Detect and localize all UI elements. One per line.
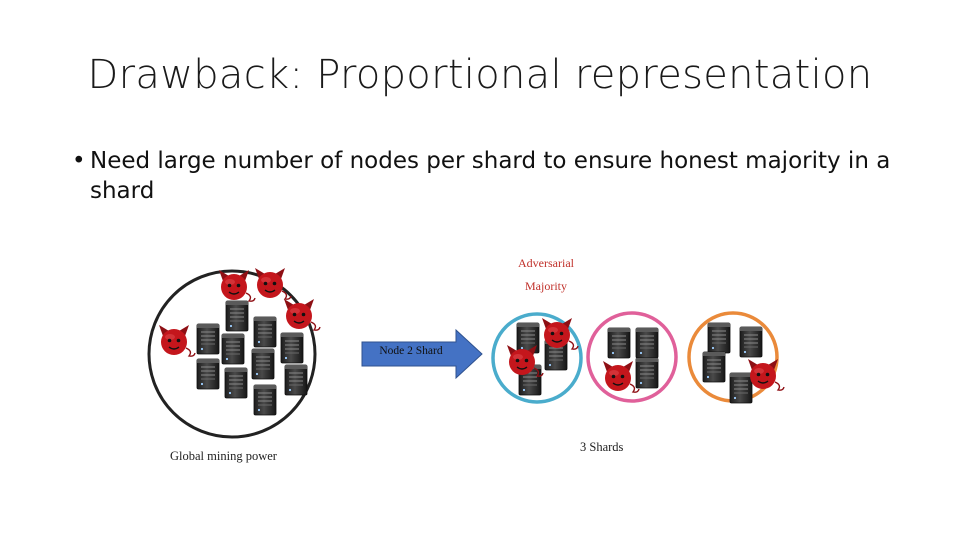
- slide-title: Drawback: Proportional representation: [87, 52, 873, 98]
- adversarial-line-1: Adversarial: [518, 256, 574, 270]
- arrow-label: Node 2 Shard: [379, 345, 443, 357]
- global-mining-circle: [147, 269, 317, 439]
- devil-icon: [254, 267, 292, 300]
- server-icon: [196, 358, 220, 390]
- server-icon: [224, 367, 248, 399]
- devil-icon: [218, 269, 256, 302]
- server-icon: [253, 316, 277, 348]
- server-icon: [707, 322, 731, 354]
- server-icon: [702, 351, 726, 383]
- server-icon: [284, 364, 308, 396]
- node-to-shard-arrow: [361, 328, 483, 380]
- bullet-item: • Need large number of nodes per shard t…: [72, 146, 902, 206]
- shard-circle-1: [491, 312, 583, 404]
- devil-icon: [158, 324, 196, 357]
- bullet-dot: •: [72, 148, 86, 174]
- adversarial-majority-label: Adversarial Majority: [498, 252, 594, 298]
- devil-icon: [283, 298, 321, 331]
- server-icon: [225, 300, 249, 332]
- server-icon: [607, 327, 631, 359]
- server-icon: [739, 326, 763, 358]
- global-mining-label: Global mining power: [170, 449, 277, 463]
- bullet-text: Need large number of nodes per shard to …: [90, 148, 891, 204]
- server-icon: [280, 332, 304, 364]
- shard-2-nodes: [602, 327, 659, 393]
- adversarial-line-2: Majority: [525, 279, 567, 293]
- server-icon: [729, 372, 753, 404]
- shard-circle-2: [586, 311, 678, 403]
- server-icon: [251, 348, 275, 380]
- server-icon: [253, 384, 277, 416]
- server-icon: [196, 323, 220, 355]
- server-icon: [635, 327, 659, 359]
- server-icon: [221, 333, 245, 365]
- devil-icon: [602, 360, 640, 393]
- shards-label: 3 Shards: [580, 440, 624, 454]
- shard-1-nodes: [506, 317, 579, 396]
- devil-icon: [747, 358, 785, 391]
- server-icon: [635, 357, 659, 389]
